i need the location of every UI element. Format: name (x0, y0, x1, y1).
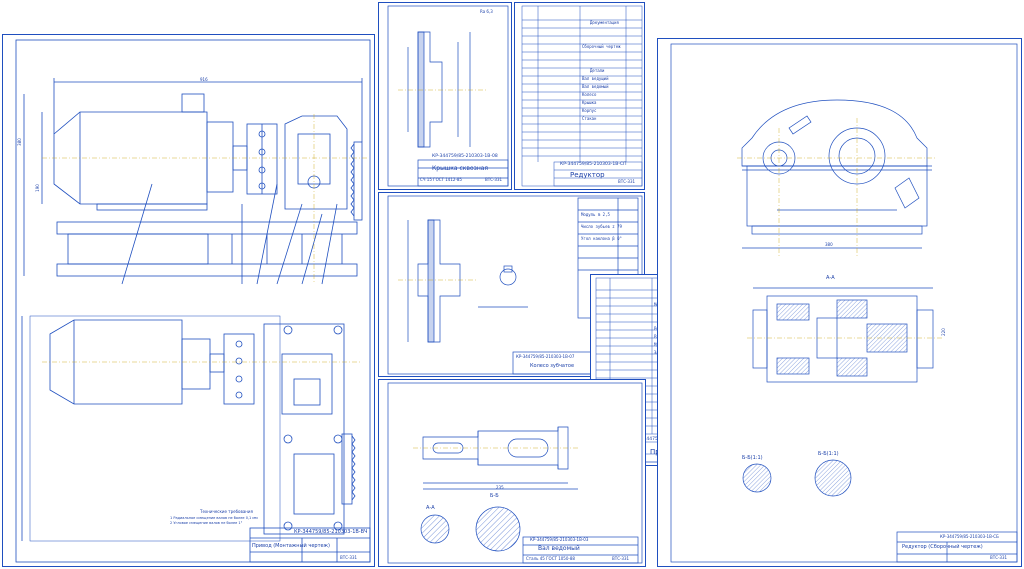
shaft-section-b: Б-Б (490, 493, 499, 499)
shaft-title: Вал ведомый (538, 545, 580, 552)
shaft-code: КР-344759/85-210303-1В-03 (530, 537, 589, 542)
gear-param: Угол наклона β 0° (581, 236, 622, 241)
cover-drawing (387, 5, 509, 187)
assembly-dim-left2: 190 (34, 184, 40, 192)
shaft-length: 235 (496, 485, 504, 490)
shaft-material: Сталь 45 ГОСТ 1050-88 (526, 556, 575, 561)
assembly-title: Привод (Монтажный чертеж) (252, 543, 331, 549)
reducer-spec-row: Колесо (582, 92, 597, 97)
assembly-note-2: 2 Угловое смещение валов не более 1° (170, 521, 243, 525)
reducer-spec-row: Вал ведущий (582, 76, 609, 81)
cover-title: Крышка сквозная (432, 165, 489, 172)
gear-param: Число зубьев z 79 (581, 224, 622, 229)
assembly-notes-title: Технические требования (200, 509, 253, 514)
shaft-drawing (387, 382, 643, 564)
cover-code: КР-344759/85-210303-1В-08 (432, 154, 498, 159)
sheet-reducer-spec (514, 2, 645, 190)
reducer-section-2: Б-Б(1:1) (818, 451, 839, 457)
reducer-code: КР-344759/85-210303-1В-СБ (940, 534, 999, 539)
reducer-spec-table (521, 5, 643, 187)
cover-material: СЧ 15 ГОСТ 1412-85 (420, 177, 462, 182)
reducer-spec-row: Крышка (582, 100, 597, 105)
sheet-cover (378, 2, 512, 190)
reducer-drawing (670, 43, 1018, 563)
assembly-dim-top: 916 (200, 77, 208, 82)
assembly-note-1: 1 Радиальное смещение валов не более 0,1… (170, 516, 258, 520)
reducer-dim-h: 220 (940, 328, 946, 336)
gear-code: КР-344759/85-210303-1В-07 (516, 354, 575, 359)
assembly-code: КР-344759/85-210303-1В-ВЧ (294, 529, 368, 535)
gear-drawing (387, 195, 643, 375)
reducer-view-label: А-А (826, 275, 835, 281)
reducer-spec-row: Сборочный чертеж (582, 44, 621, 49)
shaft-group: ВТС-331 (612, 556, 630, 561)
gear-param: Модуль m 2,5 (581, 212, 610, 217)
reducer-spec-group: ВТС-331 (618, 179, 636, 184)
sheet-assembly (2, 34, 375, 567)
reducer-group: ВТС-331 (990, 555, 1008, 560)
reducer-spec-row: Корпус (582, 108, 597, 113)
shaft-section-a: А-А (426, 505, 435, 511)
reducer-spec-section-parts: Детали (590, 68, 605, 73)
reducer-spec-row: Вал ведомый (582, 84, 609, 89)
cover-roughness: Ra 6,3 (480, 9, 493, 14)
reducer-spec-section-doc: Документация (590, 20, 619, 25)
assembly-drawing (15, 39, 371, 563)
reducer-dim-w: 380 (825, 242, 833, 247)
cover-group: ВТС-331 (485, 177, 503, 182)
assembly-group: ВТС-331 (340, 555, 358, 560)
reducer-spec-row: Стакан (582, 116, 597, 121)
reducer-section-1: Б-Б(1:1) (742, 455, 763, 461)
gear-title: Колесо зубчатое (530, 363, 575, 369)
reducer-title: Редуктор (Сборочный чертеж) (902, 544, 983, 550)
reducer-spec-title: Редуктор (570, 171, 605, 179)
assembly-dim-left: 380 (16, 138, 22, 146)
reducer-spec-code: КР-344759/85-210303-1В-СП (560, 162, 627, 167)
